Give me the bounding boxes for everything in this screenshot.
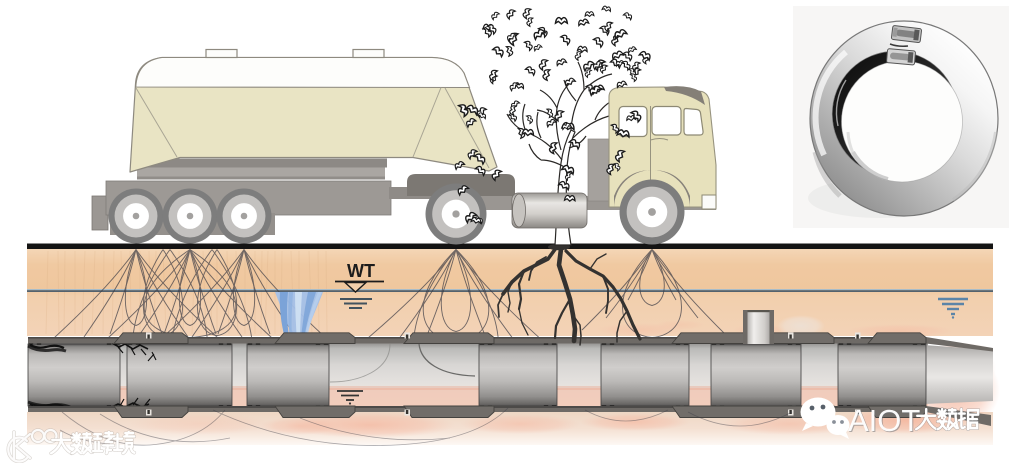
svg-text:WT: WT xyxy=(347,261,375,281)
svg-text:AIOT: AIOT xyxy=(849,404,921,439)
svg-text:AIOT: AIOT xyxy=(848,403,920,438)
